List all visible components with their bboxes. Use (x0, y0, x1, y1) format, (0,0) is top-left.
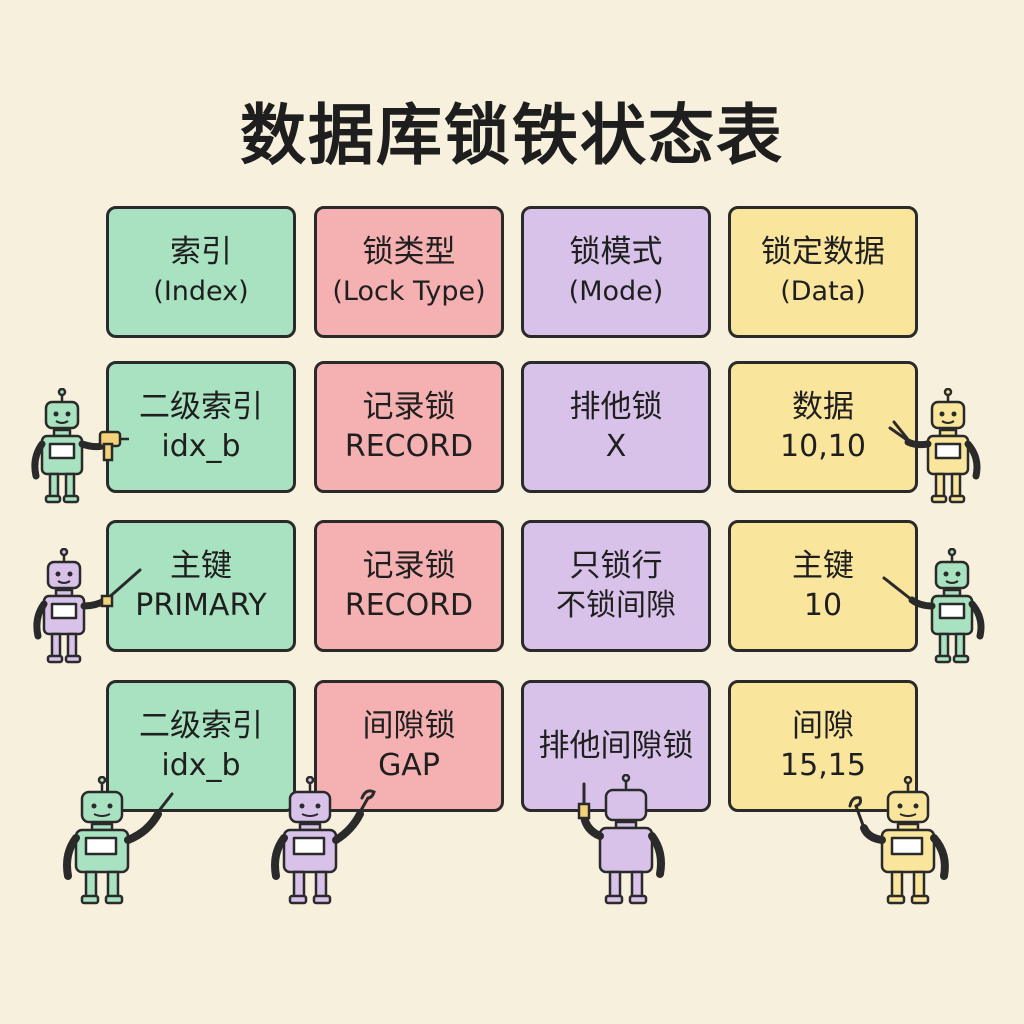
cell-line1: 间隙 (792, 708, 854, 744)
cell-line2: idx_b (161, 748, 241, 783)
table-cell-mode: 排他锁 X (521, 361, 711, 493)
table-cell-index: 主键 PRIMARY (106, 520, 296, 652)
drill-icon (98, 430, 129, 462)
screwdriver-icon (156, 792, 174, 814)
screwdriver-icon (577, 782, 591, 820)
robot-screwdriver-bottom (577, 774, 665, 905)
robot-pliers-right (888, 388, 981, 504)
robot-drill-left (31, 388, 129, 504)
cell-line1: 主键 (792, 548, 854, 584)
table-cell-mode: 只锁行 不锁间隙 (521, 520, 711, 652)
cell-line2: RECORD (344, 429, 474, 464)
screwdriver-icon (882, 576, 914, 602)
robot-pointer-bottom (63, 776, 174, 905)
header-zh: 锁模式 (569, 234, 663, 270)
cell-line2: 15,15 (780, 748, 866, 783)
cell-line2: RECORD (344, 588, 474, 623)
cell-line1: 记录锁 (362, 548, 456, 584)
header-en: (Mode) (568, 276, 664, 307)
robot-screwdriver-right (882, 548, 985, 664)
cell-line1: 只锁行 (569, 548, 663, 584)
cell-line1: 二级索引 (139, 708, 263, 744)
header-en: (Data) (780, 276, 866, 307)
cell-line2: X (605, 429, 627, 464)
header-en: (Index) (153, 276, 249, 307)
table-cell-index: 二级索引 idx_b (106, 361, 296, 493)
robot-wrench-right (848, 776, 949, 905)
wrench-icon (848, 796, 866, 830)
pliers-icon (888, 420, 912, 444)
cell-line2: 10,10 (780, 429, 866, 464)
header-en: (Lock Type) (332, 276, 486, 307)
table-cell-data: 数据 10,10 (728, 361, 918, 493)
table-cell-lock-type: 记录锁 RECORD (314, 520, 504, 652)
header-index: 索引 (Index) (106, 206, 296, 338)
table-cell-data: 主键 10 (728, 520, 918, 652)
table-cell-lock-type: 记录锁 RECORD (314, 361, 504, 493)
page-title: 数据库锁铁状态表 (240, 97, 784, 174)
table-cell-lock-type: 间隙锁 GAP (314, 680, 504, 812)
cell-line2: idx_b (161, 429, 241, 464)
screwdriver-icon (100, 568, 142, 608)
cell-line1: 记录锁 (362, 389, 456, 425)
robot-screwdriver-left (33, 548, 142, 664)
cell-line1: 数据 (792, 389, 854, 425)
header-lock-type: 锁类型 (Lock Type) (314, 206, 504, 338)
cell-line2: 10 (803, 588, 843, 623)
header-zh: 锁类型 (362, 234, 456, 270)
header-zh: 索引 (170, 234, 232, 270)
cell-line2: GAP (378, 748, 440, 783)
cell-line1: 主键 (170, 548, 232, 584)
wrench-icon (358, 789, 376, 814)
cell-line1: 排他锁 (569, 389, 663, 425)
robot-wrench-bottom (271, 776, 376, 905)
header-data: 锁定数据 (Data) (728, 206, 918, 338)
table-cell-data: 间隙 15,15 (728, 680, 918, 812)
table-cell-index: 二级索引 idx_b (106, 680, 296, 812)
header-mode: 锁模式 (Mode) (521, 206, 711, 338)
lock-table: 索引 (Index) 锁类型 (Lock Type) 锁模式 (Mode) 锁定… (106, 206, 918, 820)
header-zh: 锁定数据 (761, 234, 885, 270)
cell-line1: 排他间隙锁 (538, 728, 694, 764)
cell-line1: 间隙锁 (362, 708, 456, 744)
cell-line2: 不锁间隙 (556, 588, 676, 623)
cell-line1: 二级索引 (139, 389, 263, 425)
cell-line2: PRIMARY (135, 588, 267, 623)
